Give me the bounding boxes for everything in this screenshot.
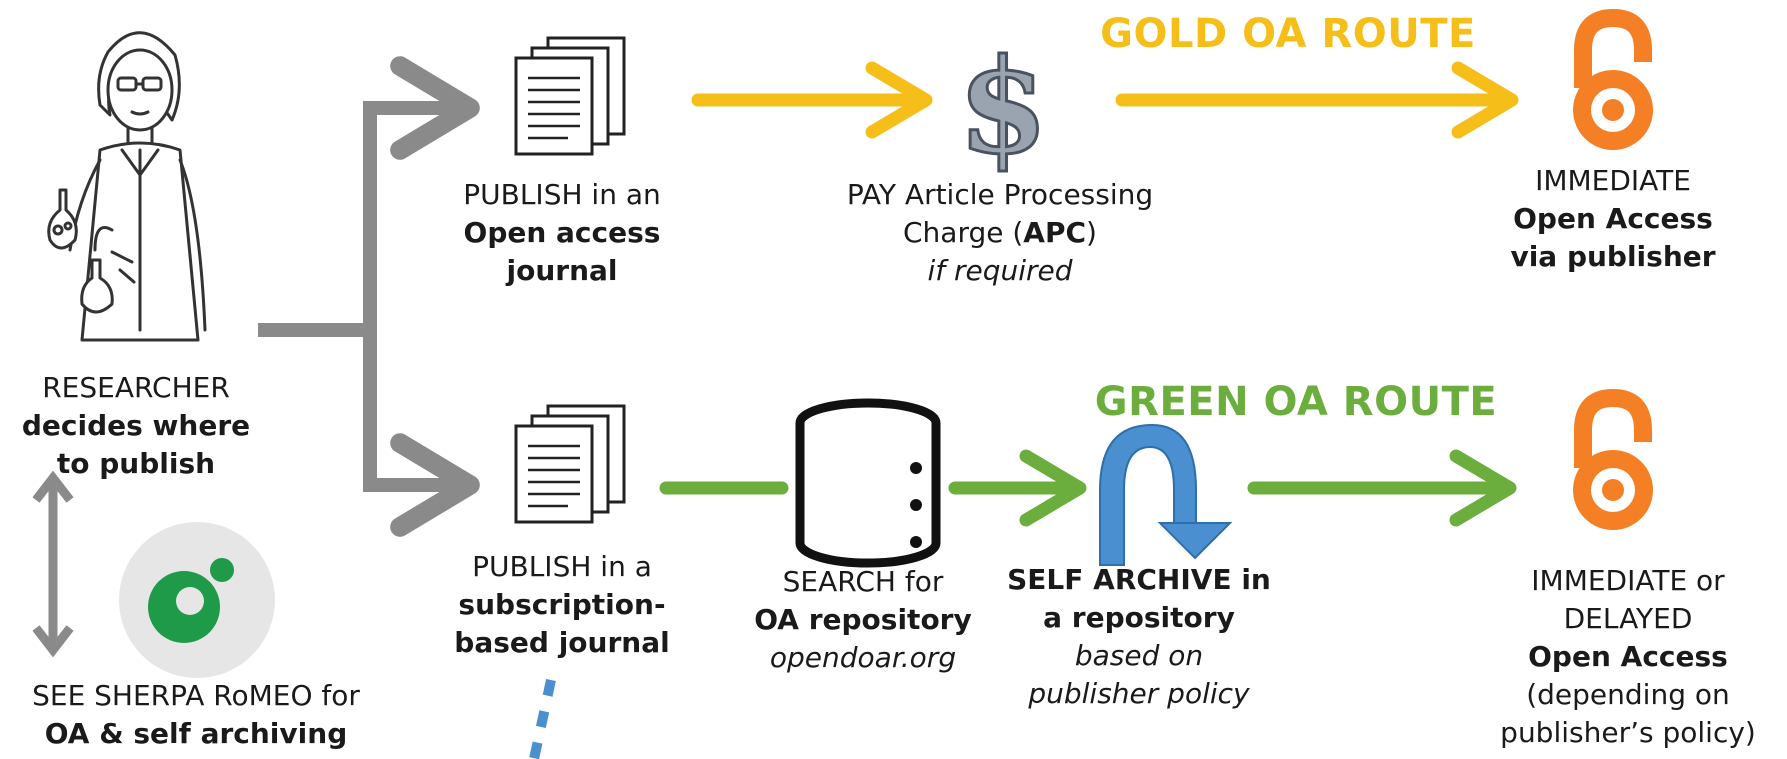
branch-arrows	[258, 56, 480, 537]
subscription-journal-line-2: subscription-	[458, 588, 666, 621]
researcher-illustration	[47, 31, 207, 342]
repository-label: SEARCH for OA repository opendoar.org	[754, 563, 972, 677]
green-route-title: GREEN OA ROUTE	[1094, 379, 1498, 425]
self-archive-line-2: a repository	[1043, 601, 1235, 634]
dashed-continuation-line	[529, 678, 556, 759]
green-result-label: IMMEDIATE or DELAYED Open Access (depend…	[1500, 562, 1756, 752]
gold-route-arrows	[691, 61, 1519, 139]
apc-line-2: Charge (APC)	[847, 214, 1153, 252]
gold-result-line-1: IMMEDIATE	[1535, 164, 1691, 197]
green-result-line-5: publisher’s policy)	[1500, 716, 1756, 749]
gold-journal-label: PUBLISH in an Open access journal	[463, 176, 661, 290]
database-lights	[910, 462, 922, 548]
document-stack-icon	[514, 404, 626, 524]
repository-line-3: opendoar.org	[769, 641, 957, 674]
repository-line-2: OA repository	[754, 603, 972, 636]
sherpa-romeo-logo	[119, 522, 275, 678]
database-icon	[795, 398, 941, 568]
gold-route-title: GOLD OA ROUTE	[1100, 11, 1476, 57]
gold-journal-line-3: journal	[506, 254, 618, 287]
gold-journal-line-2: Open access	[463, 216, 661, 249]
apc-line-3: if required	[927, 254, 1073, 287]
self-archive-label: SELF ARCHIVE in a repository based on pu…	[1007, 561, 1271, 713]
apc-label: PAY Article Processing Charge (APC) if r…	[847, 176, 1153, 290]
repository-line-1: SEARCH for	[782, 565, 944, 598]
sherpa-line-1: SEE SHERPA RoMEO for	[32, 679, 360, 712]
green-result-line-3: Open Access	[1528, 640, 1728, 673]
green-result-line-4: (depending on	[1526, 678, 1730, 711]
researcher-line-1: RESEARCHER	[42, 371, 230, 404]
self-archive-line-4: publisher policy	[1028, 677, 1250, 710]
open-access-lock-icon	[1573, 8, 1653, 150]
researcher-line-3: to publish	[56, 447, 216, 480]
green-result-line-1: IMMEDIATE or	[1531, 564, 1725, 597]
apc-line-1: PAY Article Processing	[846, 178, 1154, 211]
researcher-sherpa-double-arrow	[32, 470, 74, 658]
document-stack-icon	[514, 36, 626, 156]
researcher-label: RESEARCHER decides where to publish	[22, 369, 250, 483]
self-archive-line-3: based on	[1074, 639, 1204, 672]
subscription-journal-label: PUBLISH in a subscription- based journal	[454, 548, 669, 662]
dollar-icon: $	[958, 30, 1048, 183]
apc-line-2-post: )	[1086, 216, 1097, 249]
green-result-line-2: DELAYED	[1563, 602, 1693, 635]
subscription-journal-line-1: PUBLISH in a	[472, 550, 652, 583]
open-access-lock-icon	[1573, 388, 1653, 530]
apc-line-2-bold: APC	[1023, 216, 1087, 249]
gold-result-label: IMMEDIATE Open Access via publisher	[1510, 162, 1715, 276]
gold-journal-line-1: PUBLISH in an	[463, 178, 661, 211]
curved-arrow-icon	[1099, 423, 1233, 566]
green-route-arrows	[659, 449, 1517, 527]
apc-line-2-pre: Charge (	[902, 216, 1024, 249]
sherpa-line-2: OA & self archiving	[44, 717, 348, 750]
subscription-journal-line-3: based journal	[454, 626, 670, 659]
gold-result-line-3: via publisher	[1510, 240, 1716, 273]
self-archive-line-1: SELF ARCHIVE in	[1007, 563, 1271, 596]
sherpa-label: SEE SHERPA RoMEO for OA & self archiving	[32, 677, 360, 753]
researcher-line-2: decides where	[21, 409, 251, 442]
gold-result-line-2: Open Access	[1513, 202, 1713, 235]
